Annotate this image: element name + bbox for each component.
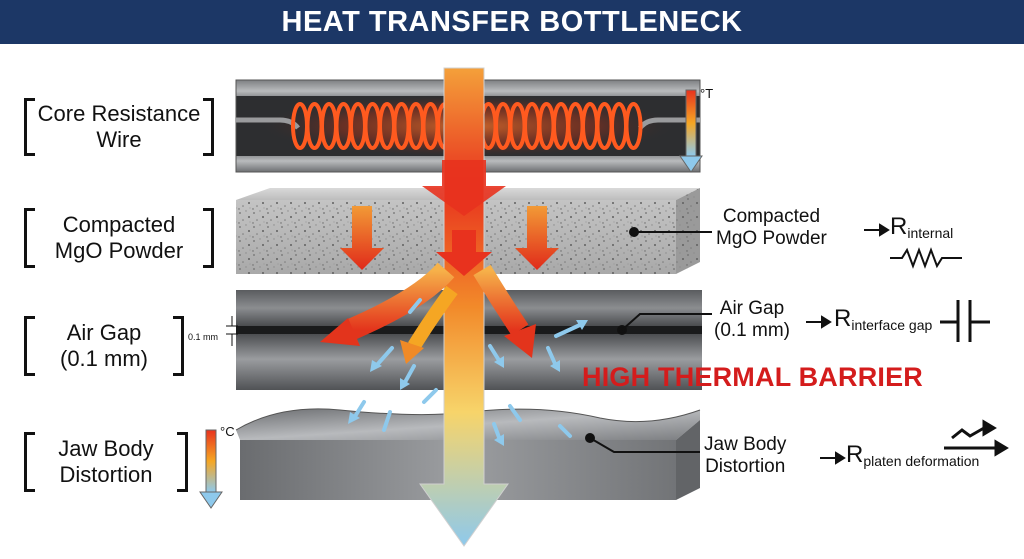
right-label-air-gap: Air Gap (0.1 mm) — [714, 298, 790, 341]
curve-arrow-left — [345, 262, 455, 341]
page-title: HEAT TRANSFER BOTTLENECK — [281, 5, 743, 38]
temp-scale-top — [679, 89, 703, 173]
right-label-jaw: Jaw Body Distortion — [704, 434, 787, 477]
label-mgo: Compacted MgO Powder — [24, 208, 214, 268]
wire-heat-arrow — [422, 160, 506, 216]
main-heat-arrow — [419, 67, 509, 547]
r-interface-gap: Rinterface gap — [834, 305, 933, 334]
resistor-icon — [890, 247, 962, 269]
capacitor-icon — [940, 300, 990, 342]
mgo-heat-arrow-left — [340, 206, 384, 270]
mgo-heat-arrow-center — [436, 230, 492, 276]
mgo-heat-arrow-right — [515, 206, 559, 270]
coil-loop — [624, 102, 643, 150]
trend-up-icon — [944, 419, 1009, 457]
scatter-arrows — [352, 298, 584, 442]
r-platen-deformation: Rplaten deformation — [846, 441, 980, 470]
temp-scale-bottom — [199, 429, 223, 509]
temp-top-unit: °T — [700, 86, 714, 101]
to-r-arrows — [806, 223, 890, 465]
gap-dimension-marker — [226, 316, 238, 346]
label-jaw-body: Jaw Body Distortion — [24, 432, 188, 492]
scatter-arrow-heads — [348, 320, 588, 446]
leader-lines — [585, 227, 712, 453]
heating-coil — [236, 102, 700, 150]
heat-flow-arrows — [320, 67, 588, 547]
barrier-callout: HIGH THERMAL BARRIER — [582, 362, 923, 392]
temp-bottom-unit: °C — [220, 424, 235, 439]
title-bar: HEAT TRANSFER BOTTLENECK — [0, 0, 1024, 44]
gap-dimension-label: 0.1 mm — [188, 332, 219, 342]
label-air-gap: Air Gap (0.1 mm) — [24, 316, 184, 376]
curve-arrow-right — [473, 264, 529, 336]
right-label-mgo: Compacted MgO Powder — [716, 206, 827, 249]
curve-arrow-mid-left — [408, 285, 458, 350]
label-core-wire: Core Resistance Wire — [24, 98, 214, 156]
r-internal: Rinternal — [890, 213, 954, 242]
